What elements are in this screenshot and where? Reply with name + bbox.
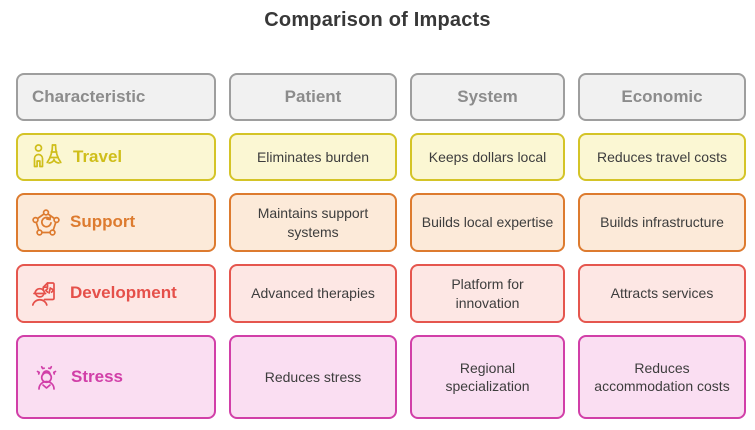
- cell-support-economic: Builds infrastructure: [578, 193, 746, 252]
- cell-stress-system: Regional specialization: [410, 335, 565, 419]
- header-cell-system: System: [410, 73, 565, 121]
- row-label-development-text: Development: [70, 283, 177, 303]
- row-label-travel: Travel: [16, 133, 216, 181]
- cell-stress-economic: Reduces accommodation costs: [578, 335, 746, 419]
- development-icon: [31, 279, 61, 309]
- cell-development-economic: Attracts services: [578, 264, 746, 323]
- row-label-support: Support: [16, 193, 216, 252]
- row-label-stress: Stress: [16, 335, 216, 419]
- cell-development-system: Platform for innovation: [410, 264, 565, 323]
- header-cell-patient: Patient: [229, 73, 397, 121]
- cell-travel-patient: Eliminates burden: [229, 133, 397, 181]
- travel-icon: [31, 143, 64, 171]
- header-cell-characteristic: Characteristic: [16, 73, 216, 121]
- cell-support-patient: Maintains support systems: [229, 193, 397, 252]
- stress-icon: [31, 362, 62, 393]
- comparison-grid: Characteristic Patient System Economic T…: [16, 73, 746, 419]
- row-label-support-text: Support: [70, 212, 136, 232]
- cell-development-patient: Advanced therapies: [229, 264, 397, 323]
- cell-travel-economic: Reduces travel costs: [578, 133, 746, 181]
- header-cell-economic: Economic: [578, 73, 746, 121]
- cell-support-system: Builds local expertise: [410, 193, 565, 252]
- row-label-travel-text: Travel: [73, 146, 123, 166]
- support-icon: [31, 208, 61, 238]
- cell-stress-patient: Reduces stress: [229, 335, 397, 419]
- row-label-development: Development: [16, 264, 216, 323]
- diagram-title: Comparison of Impacts: [264, 9, 491, 31]
- row-label-stress-text: Stress: [71, 366, 123, 386]
- cell-travel-system: Keeps dollars local: [410, 133, 565, 181]
